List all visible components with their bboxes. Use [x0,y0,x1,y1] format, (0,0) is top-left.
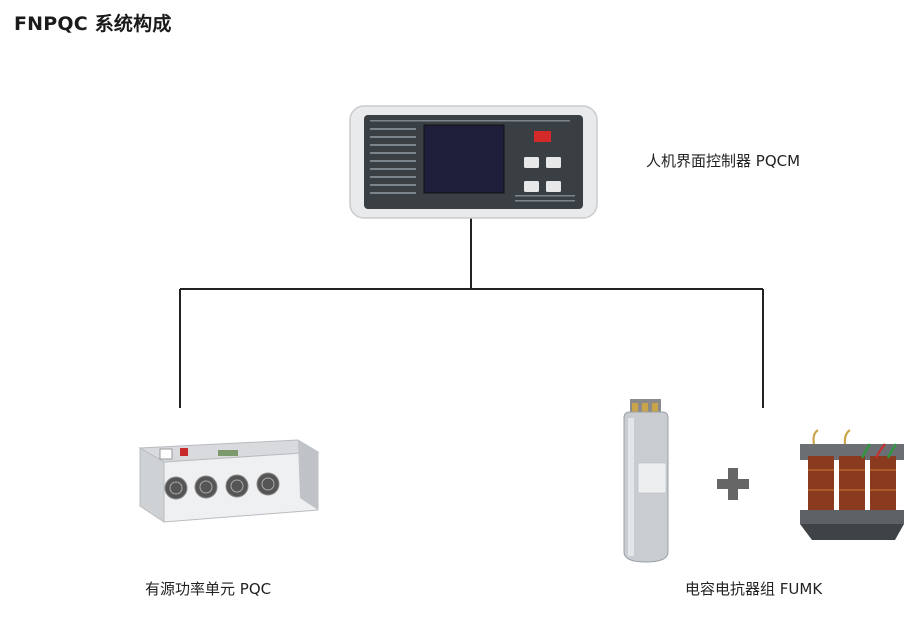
hmi-controller-label: 人机界面控制器 PQCM [646,152,801,170]
hmi-red-button [534,131,551,142]
reactor-image [800,429,904,540]
fumk-label: 电容电抗器组 FUMK [685,580,823,598]
page-title: FNPQC 系统构成 [14,13,172,35]
connection-lines [179,218,764,408]
hmi-controller-image [349,105,598,219]
pqc-unit-label: 有源功率单元 PQC [145,580,272,598]
hmi-key-3 [524,181,539,192]
hmi-key-2 [546,157,561,168]
capacitor-image [623,399,669,563]
hmi-key-4 [546,181,561,192]
pqc-unit-image [138,439,320,523]
hmi-screen [423,124,505,194]
plus-icon [717,468,749,500]
hmi-key-1 [524,157,539,168]
